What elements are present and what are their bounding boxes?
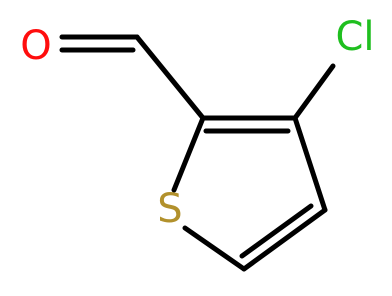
- bond-c4-c5-1: [241, 207, 328, 272]
- bond-c3-cl: [292, 63, 336, 121]
- bond-c5-s: [182, 225, 247, 272]
- bond-s-c2: [171, 115, 206, 193]
- chlorine-atom-label: Cl: [335, 14, 374, 60]
- bond-c4-c5-2: [239, 203, 314, 259]
- bond-cho-c2: [134, 34, 206, 121]
- sulfur-atom-label: S: [157, 186, 182, 232]
- oxygen-atom-label: O: [20, 23, 51, 69]
- bond-c3-c4: [292, 115, 328, 213]
